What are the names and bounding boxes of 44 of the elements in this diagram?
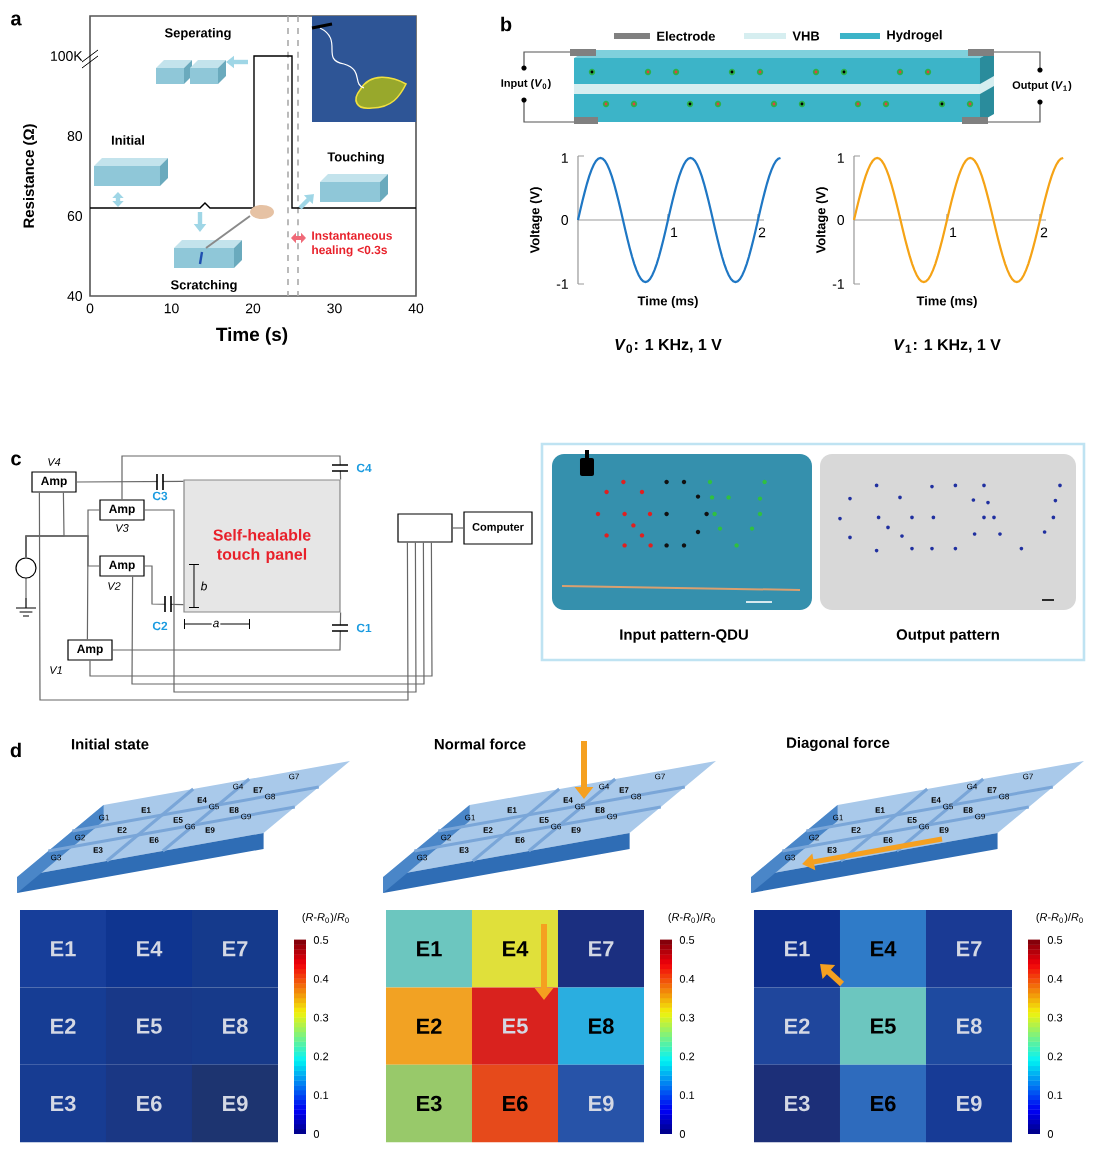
heatmap-cell: E2 xyxy=(386,987,472,1065)
heatmap-cell: E9 xyxy=(926,1064,1012,1143)
heatmap-cell: E5 xyxy=(472,987,558,1065)
wire xyxy=(144,565,184,606)
ac-source-symbol xyxy=(15,557,37,579)
heatmap-cell: E1 xyxy=(386,910,472,988)
heatmap-cell: E6 xyxy=(840,1064,926,1143)
heatmap-cell: E5 xyxy=(106,987,192,1065)
heatmap-cell: E3 xyxy=(20,1064,106,1143)
controller-box xyxy=(397,513,453,543)
wire xyxy=(131,542,425,685)
heatmap-cell: E7 xyxy=(558,910,644,988)
heatmap-cell: E2 xyxy=(754,987,840,1065)
heatmap-cell: E3 xyxy=(754,1064,840,1143)
heatmap-cell: E6 xyxy=(472,1064,558,1143)
wire xyxy=(76,480,184,483)
wire xyxy=(121,455,342,500)
panel-letter: d xyxy=(10,742,21,758)
panel-letter: b xyxy=(501,16,512,32)
wire xyxy=(144,509,417,693)
heatmap-cell: E4 xyxy=(840,910,926,988)
heatmap-cell: E4 xyxy=(472,910,558,988)
heatmap-cell: E9 xyxy=(192,1064,278,1143)
heatmap-cell: E9 xyxy=(558,1064,644,1143)
panel-letter: a xyxy=(11,14,22,26)
heatmap-cell: E4 xyxy=(106,910,192,988)
heatmap-cell: E3 xyxy=(386,1064,472,1143)
wire xyxy=(89,542,433,677)
heatmap-cell: E6 xyxy=(106,1064,192,1143)
heatmap-cell: E8 xyxy=(558,987,644,1065)
heatmap-cell: E8 xyxy=(192,987,278,1065)
heatmap-cell: E7 xyxy=(192,910,278,988)
heatmap-cell: E2 xyxy=(20,987,106,1065)
wire xyxy=(38,492,409,701)
heatmap-cell: E5 xyxy=(840,987,926,1065)
wire xyxy=(112,612,342,651)
heatmap-cell: E8 xyxy=(926,987,1012,1065)
heatmap-cell: E1 xyxy=(754,910,840,988)
heatmap-cell: E1 xyxy=(20,910,106,988)
wire xyxy=(452,527,464,529)
axis-title: Time (s) xyxy=(216,327,288,345)
panel-letter: c xyxy=(11,454,21,466)
wire xyxy=(25,535,89,640)
heatmap-cell: E7 xyxy=(926,910,1012,988)
